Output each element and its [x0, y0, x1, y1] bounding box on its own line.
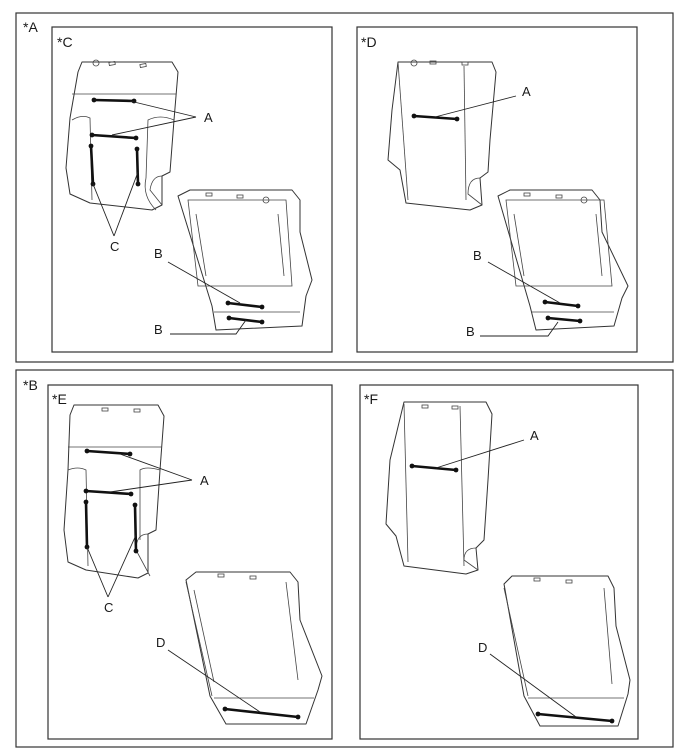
panel-e-wire-d: [167, 649, 301, 720]
panel-c-callout-b-lower: B: [154, 322, 163, 337]
panel-c-leaders-b: [167, 261, 247, 335]
group-b-label: *B: [23, 377, 38, 393]
panel-f-seatback-upper: [385, 401, 493, 575]
panel-d-callout-a: A: [522, 84, 531, 99]
panel-f-label: *F: [364, 391, 378, 407]
panel-f-callout-a: A: [530, 428, 539, 443]
panel-d-frame: [356, 26, 638, 353]
panel-e-seatback-lower: [185, 571, 323, 725]
panel-e-leaders: [86, 453, 193, 598]
panel-c-wires-a: [89, 97, 139, 141]
panel-d-wires-b: [480, 261, 583, 337]
panel-d-label: *D: [361, 34, 377, 50]
panel-f-frame: [359, 384, 639, 740]
panel-e-callout-a: A: [200, 473, 209, 488]
panel-c-seatback-upper: [65, 59, 179, 211]
panel-c-seatback-lower: [177, 189, 313, 331]
panel-d-seatback-lower: [497, 189, 629, 331]
panel-e-callout-d: D: [156, 635, 165, 650]
group-a-label: *A: [23, 19, 38, 35]
panel-c-frame: [51, 26, 333, 353]
group-a-frame: [15, 12, 674, 363]
panel-c-callout-a: A: [204, 110, 213, 125]
panel-c-callout-b-upper: B: [154, 246, 163, 261]
panel-e-frame: [47, 384, 333, 740]
panel-f-wire-d: [489, 653, 615, 724]
panel-f-seatback-lower: [503, 575, 631, 727]
panel-e-callout-c: C: [104, 600, 113, 615]
panel-f-callout-d: D: [478, 640, 487, 655]
panel-e-wires-a: [83, 448, 134, 497]
panel-c-label: *C: [57, 34, 73, 50]
panel-e-label: *E: [52, 391, 67, 407]
panel-d-seatback-upper: [387, 59, 497, 211]
group-b-frame: [15, 369, 674, 748]
panel-d-callout-b-upper: B: [473, 248, 482, 263]
panel-c-leaders: [92, 100, 197, 237]
panel-d-wire-a: [411, 95, 517, 122]
panel-c-wires-c: [88, 143, 141, 187]
panel-c-callout-c: C: [110, 239, 119, 254]
panel-d-callout-b-lower: B: [466, 324, 475, 339]
panel-e-wires-c: [83, 499, 139, 554]
panel-f-wire-a: [409, 439, 525, 473]
